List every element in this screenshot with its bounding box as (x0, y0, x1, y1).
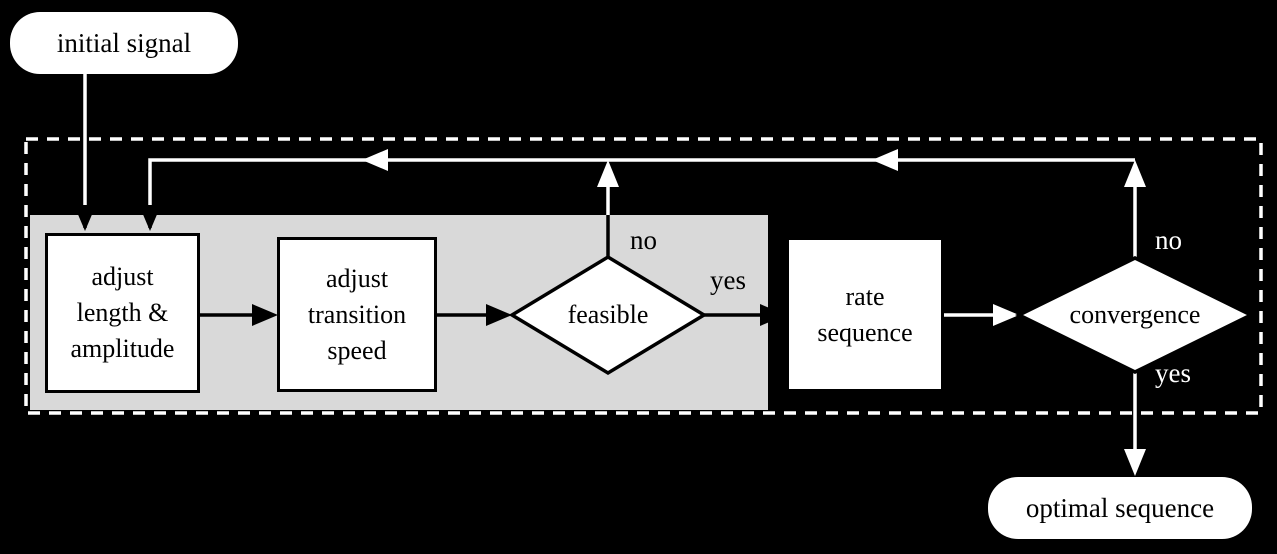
edge-feedback-line (148, 158, 1135, 212)
arrow-right-into-convergence-icon (993, 304, 1019, 326)
decision-feasible-label: feasible (567, 300, 649, 329)
process-label-line: adjust (91, 262, 154, 291)
end-terminal: optimal sequence (988, 477, 1252, 539)
process-label-line: sequence (817, 317, 913, 347)
process-label-line: adjust (325, 263, 389, 293)
arrow-right-into-rate-icon (760, 304, 786, 326)
feasible-yes-label: yes (710, 265, 746, 295)
arrow-up-feasible-no-icon (597, 160, 619, 187)
decision-feasible-diamond (508, 254, 708, 376)
feasible-no-label: no (630, 225, 657, 255)
arrowheads-on-light (74, 205, 786, 326)
start-terminal-label: initial signal (56, 27, 192, 58)
convergence-yes-label: yes (1155, 358, 1191, 388)
arrow-right-into-speed-icon (252, 304, 278, 326)
process-label-line: amplitude (70, 334, 175, 363)
arrowheads-on-dark (362, 149, 1146, 476)
arrow-down-into-adjust-2-icon (139, 205, 161, 231)
start-terminal: initial signal (10, 12, 238, 74)
decision-convergence-diamond (1015, 256, 1255, 374)
connectors-on-dark (83, 73, 1137, 451)
process-adjust-length-amplitude: adjust length & amplitude (45, 233, 200, 393)
arrow-up-convergence-no-icon (1124, 160, 1146, 187)
arrow-left-feedback-1-icon (362, 149, 388, 171)
process-label-line: transition (307, 299, 407, 329)
process-label-line: speed (327, 335, 387, 365)
arrow-left-feedback-2-icon (872, 149, 898, 171)
process-rate-sequence: rate sequence (786, 237, 944, 392)
decision-convergence-label: convergence (1069, 300, 1201, 329)
arrow-down-into-optimal-icon (1124, 449, 1146, 476)
process-label-line: rate (845, 281, 885, 311)
process-adjust-transition-speed: adjust transition speed (277, 237, 437, 392)
arrow-right-into-feasible-icon (486, 304, 512, 326)
dashed-boundary (24, 137, 1263, 415)
convergence-no-label: no (1155, 225, 1182, 255)
process-label-line: length & (76, 298, 169, 327)
end-terminal-label: optimal sequence (1025, 492, 1215, 523)
arrow-down-into-adjust-1-icon (74, 205, 96, 231)
